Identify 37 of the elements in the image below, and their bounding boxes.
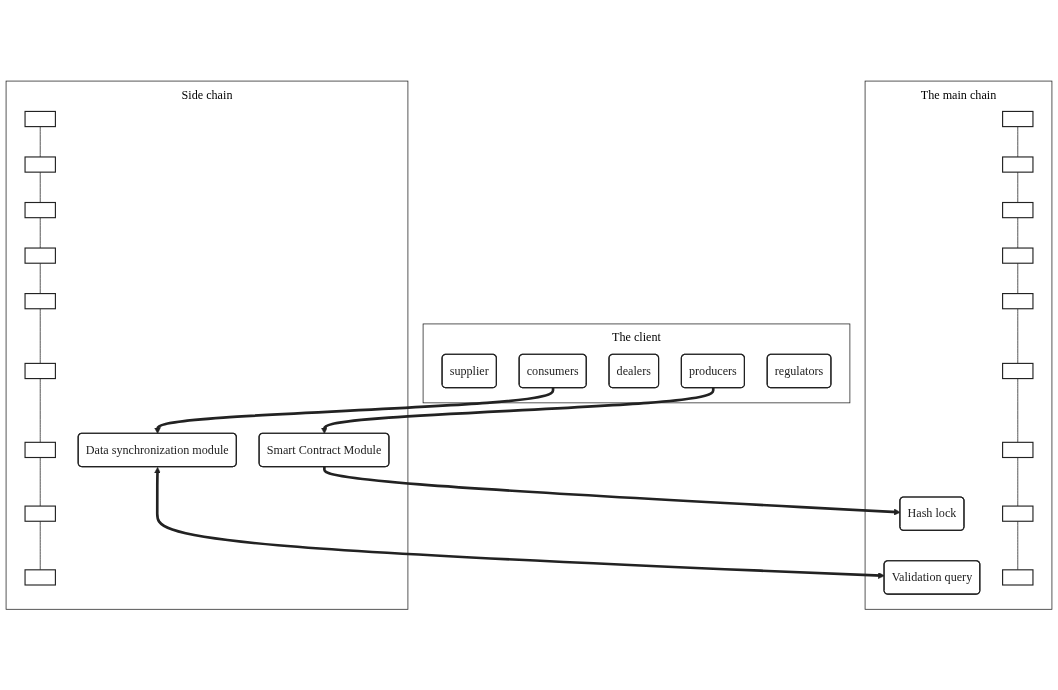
connector xyxy=(39,126,41,158)
node-box xyxy=(24,156,56,173)
connector xyxy=(1017,126,1019,158)
connector xyxy=(1017,456,1019,507)
connector xyxy=(1017,308,1019,364)
connector xyxy=(39,217,41,249)
node-box xyxy=(24,110,56,127)
connector xyxy=(1017,171,1019,203)
arrow xyxy=(154,466,885,579)
connector xyxy=(39,456,41,507)
node-box xyxy=(1002,110,1034,127)
connector xyxy=(39,171,41,203)
node-box xyxy=(24,247,56,264)
node-box xyxy=(24,441,56,458)
connector xyxy=(1017,217,1019,249)
node-box xyxy=(1002,569,1034,586)
arrow xyxy=(320,387,715,434)
connector xyxy=(39,520,41,570)
node-box xyxy=(24,362,56,379)
node-box xyxy=(1002,201,1034,219)
connector xyxy=(1017,262,1019,294)
node-box xyxy=(1002,292,1034,310)
node-box xyxy=(1002,156,1034,173)
connector xyxy=(1017,520,1019,570)
node-box xyxy=(24,201,56,219)
node-box xyxy=(24,292,56,310)
node-box xyxy=(1002,362,1034,379)
connector xyxy=(39,378,41,443)
node-box xyxy=(1002,441,1034,458)
arrow xyxy=(154,387,555,434)
node-box xyxy=(24,569,56,586)
node-box xyxy=(24,505,56,522)
node-box xyxy=(1002,247,1034,264)
connector xyxy=(1017,378,1019,443)
connector xyxy=(39,262,41,294)
node-box xyxy=(1002,505,1034,522)
connector xyxy=(39,308,41,364)
